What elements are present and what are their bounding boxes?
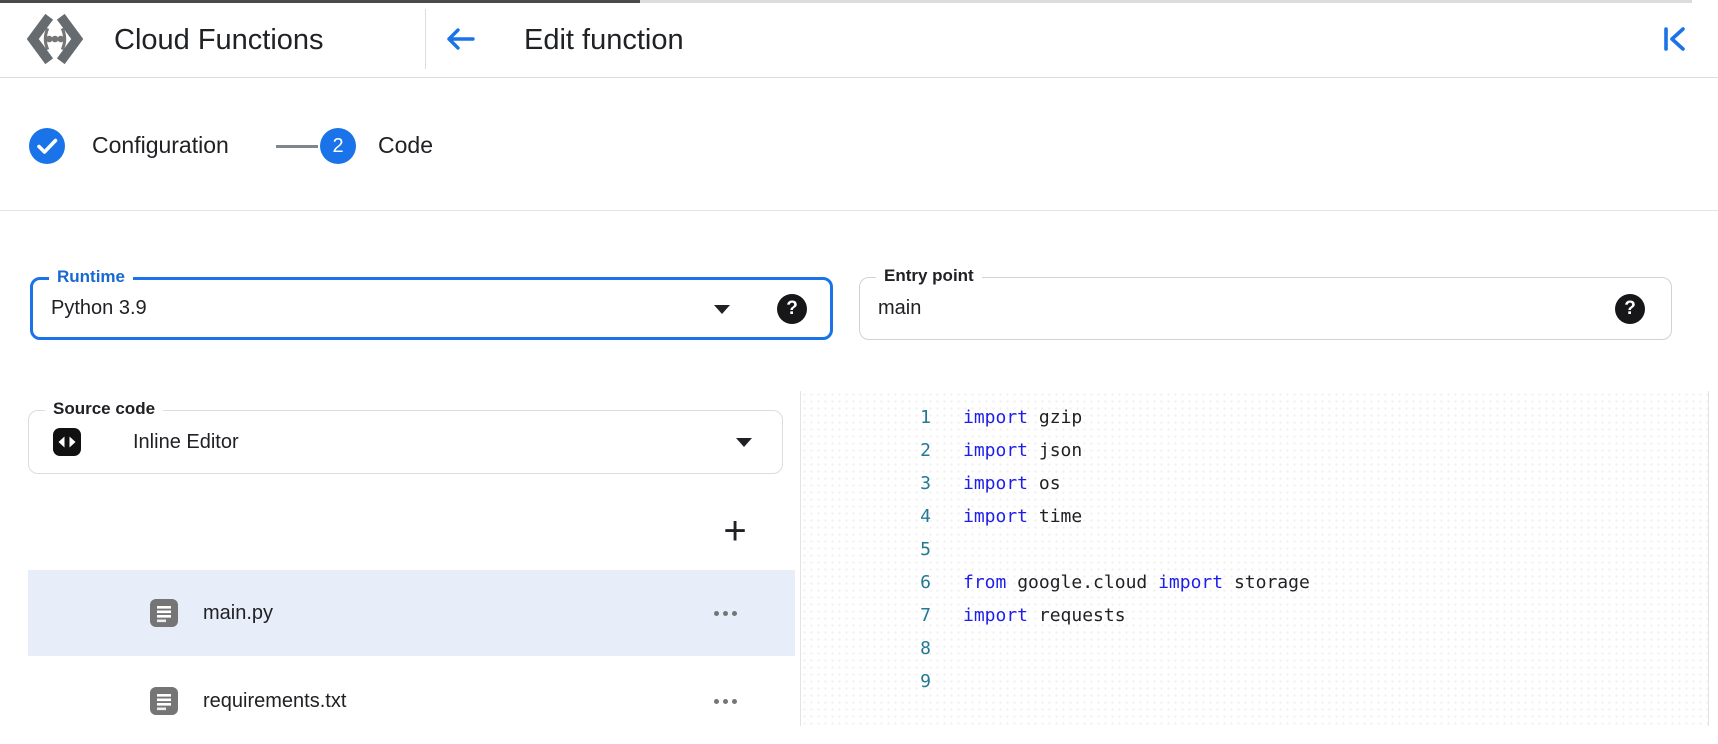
dropdown-caret-icon — [736, 438, 752, 447]
step-configuration-indicator[interactable] — [29, 128, 65, 164]
check-icon — [29, 128, 65, 164]
section-divider — [0, 210, 1718, 211]
add-file-button[interactable]: + — [723, 508, 747, 553]
step-code-label[interactable]: Code — [378, 132, 433, 158]
more-horizontal-icon — [714, 610, 719, 616]
more-horizontal-icon — [714, 698, 719, 704]
code-line[interactable]: 9 — [801, 665, 1708, 698]
code-editor[interactable]: 1 import gzip 2 import json 3 import os 4 impor… — [801, 391, 1708, 726]
entry-point-field[interactable]: Entry point main ? — [859, 266, 1672, 340]
file-document-icon — [150, 687, 178, 715]
source-code-value: Inline Editor — [133, 430, 239, 453]
code-line[interactable]: 1 import gzip — [801, 401, 1708, 434]
code-line[interactable]: 5 — [801, 533, 1708, 566]
pane-divider — [800, 391, 801, 726]
app-header: Cloud Functions Edit function — [0, 3, 1718, 78]
source-code-label: Source code — [45, 399, 164, 419]
more-menu-button[interactable] — [708, 689, 743, 714]
code-line[interactable]: 3 import os — [801, 467, 1708, 500]
line-number: 1 — [920, 407, 931, 428]
line-number: 4 — [920, 506, 931, 527]
runtime-value: Python 3.9 — [51, 297, 147, 319]
back-button[interactable] — [440, 17, 480, 61]
runtime-label: Runtime — [49, 267, 133, 287]
line-number: 6 — [920, 572, 931, 593]
file-document-icon — [150, 599, 178, 627]
code-text: import time — [963, 506, 1083, 527]
code-line[interactable]: 6 from google.cloud import storage — [801, 566, 1708, 599]
arrow-left-icon — [443, 22, 477, 56]
more-menu-button[interactable] — [708, 601, 743, 626]
line-number: 8 — [920, 638, 931, 659]
file-list-item[interactable]: main.py — [28, 570, 795, 656]
file-name: requirements.txt — [203, 689, 347, 712]
runtime-select[interactable]: Runtime Python 3.9 ? — [30, 267, 833, 340]
cloud-functions-logo-icon — [26, 11, 84, 67]
code-text: import json — [963, 440, 1083, 461]
line-number: 7 — [920, 605, 931, 626]
editor-scrollbar-track[interactable] — [1708, 391, 1709, 726]
line-number: 2 — [920, 440, 931, 461]
code-line[interactable]: 7 import requests — [801, 599, 1708, 632]
dropdown-caret-icon — [714, 304, 730, 314]
code-text: import requests — [963, 605, 1126, 626]
line-number: 5 — [920, 539, 931, 560]
line-number: 3 — [920, 473, 931, 494]
code-line[interactable]: 8 — [801, 632, 1708, 665]
entry-point-label: Entry point — [876, 266, 982, 286]
code-line[interactable]: 2 import json — [801, 434, 1708, 467]
page-title: Edit function — [524, 24, 684, 56]
window-top-edge-light — [640, 0, 1692, 3]
code-line[interactable]: 4 import time — [801, 500, 1708, 533]
entry-point-value: main — [878, 297, 922, 319]
line-number: 9 — [920, 671, 931, 692]
window-top-edge — [0, 0, 640, 3]
code-text: import gzip — [963, 407, 1083, 428]
code-text: from google.cloud import storage — [963, 572, 1310, 593]
step-configuration-label[interactable]: Configuration — [92, 132, 229, 158]
step-code-indicator[interactable]: 2 — [320, 128, 356, 164]
file-name: main.py — [203, 601, 274, 624]
runtime-help-icon[interactable]: ? — [777, 293, 807, 324]
file-list-item[interactable]: requirements.txt — [28, 658, 795, 744]
entry-point-help-icon[interactable]: ? — [1615, 293, 1645, 324]
code-text: import os — [963, 473, 1061, 494]
source-code-select[interactable]: Source code Inline Editor — [28, 399, 783, 474]
header-divider — [425, 9, 426, 69]
product-title: Cloud Functions — [114, 24, 324, 56]
stepper-connector — [276, 145, 318, 148]
collapse-panel-button[interactable] — [1652, 15, 1696, 63]
collapse-left-icon — [1656, 21, 1692, 57]
code-brackets-icon — [53, 428, 81, 456]
